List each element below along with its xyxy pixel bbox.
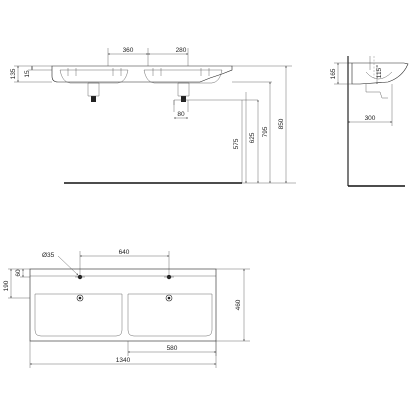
front-bowl-left [59, 69, 129, 84]
top-view: Ø35 640 190 60 460 580 1340 [3, 249, 250, 368]
front-dim-135-label: 135 [10, 68, 17, 79]
top-drain-right [165, 294, 173, 302]
front-dim-850-label: 850 [278, 118, 285, 129]
top-drain-left [76, 294, 84, 302]
front-drain-right [181, 96, 186, 102]
top-dim-diameter-label: Ø35 [42, 252, 55, 259]
side-view: 165 115 300 [330, 56, 409, 187]
front-dim-left: 135 15 [10, 65, 52, 83]
top-bowl-left [34, 293, 123, 337]
side-dim-300-label: 300 [365, 115, 376, 122]
top-dim-1340-label: 1340 [116, 357, 131, 364]
side-dim-165-label: 165 [330, 68, 337, 79]
front-dim-795-label: 795 [262, 126, 269, 137]
front-dim-575-label: 575 [233, 138, 240, 149]
top-dim-190-label: 190 [3, 280, 10, 291]
front-drain-left [91, 96, 96, 102]
top-bowl-right [127, 293, 213, 337]
front-tap-marks [67, 68, 210, 76]
front-dim-top: 360 280 [107, 47, 189, 66]
front-dim-625-label: 625 [249, 132, 256, 143]
front-dim-280-label: 280 [176, 47, 187, 54]
top-dim-580-label: 580 [167, 345, 178, 352]
front-dim-heights: 575 625 795 850 [232, 65, 296, 184]
top-dim-60-label: 60 [15, 269, 22, 277]
front-dim-15-label: 15 [24, 70, 31, 78]
front-view: 360 280 135 15 80 575 [10, 47, 296, 184]
top-dim-640-label: 640 [119, 249, 130, 256]
top-basin-outline [29, 268, 217, 342]
front-dim-offset: 80 [174, 111, 188, 119]
front-dim-360-label: 360 [123, 47, 134, 54]
front-dim-80-label: 80 [177, 111, 185, 118]
front-bowl-right [143, 69, 223, 84]
side-basin-profile [348, 62, 409, 85]
front-basin-outline [51, 65, 233, 83]
top-dim-460-label: 460 [235, 299, 242, 310]
side-dim-115-label: 115 [376, 67, 383, 78]
